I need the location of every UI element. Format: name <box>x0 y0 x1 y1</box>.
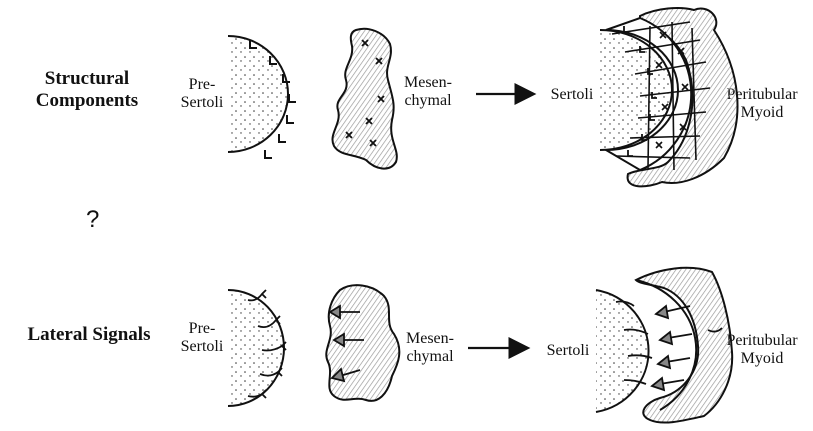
mesenchymal-cell-top <box>332 29 396 169</box>
mesenchymal-cell-bottom <box>326 285 399 401</box>
signal-arrows-peritubular <box>652 306 692 390</box>
sertoli-cell-bottom <box>596 290 649 412</box>
pre-sertoli-cell-bottom <box>228 290 286 406</box>
